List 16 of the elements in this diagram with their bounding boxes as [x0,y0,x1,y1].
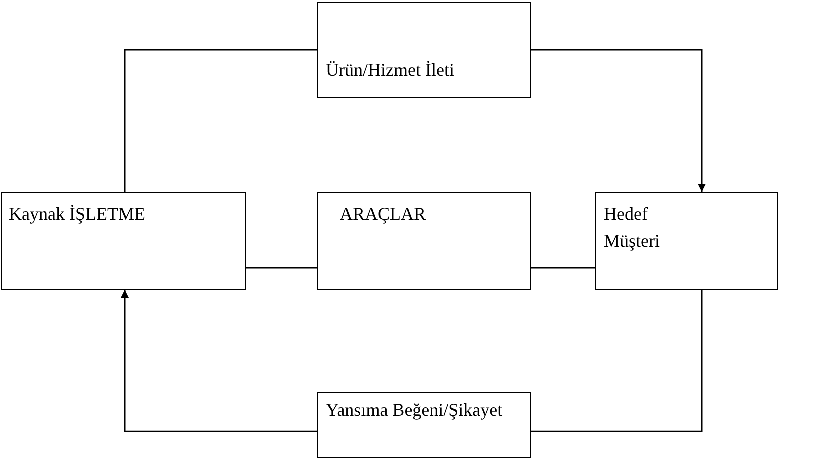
box-label: ARAÇLAR [340,203,428,226]
connector-line [531,267,595,269]
connector-line [124,49,317,192]
box-label: Hedef Müşteri [604,203,661,253]
connector-line [246,267,317,269]
box-label: Kaynak İŞLETME [9,203,146,226]
box-label: Ürün/Hizmet İleti [326,59,456,82]
process-box [317,392,531,458]
arrow [531,49,706,192]
connector-line [531,290,703,432]
arrow [121,290,317,432]
box-label: Yansıma Beğeni/Şikayet [326,399,504,422]
process-box [317,2,531,98]
process-box [595,192,778,290]
process-box [317,192,531,290]
process-box [1,192,246,290]
